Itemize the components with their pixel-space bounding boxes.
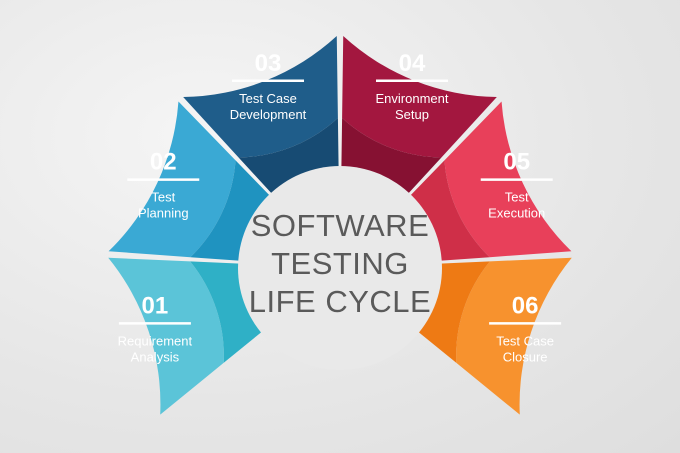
stage-02-label-line: Test (151, 190, 175, 205)
stage-05-number: 05 (503, 149, 530, 176)
cycle-segments: 01RequirementAnalysis02TestPlanning03Tes… (108, 36, 572, 415)
stage-03-label-line: Development (230, 107, 307, 122)
center-line-2: TESTING (271, 246, 409, 281)
stage-01-number: 01 (142, 292, 169, 319)
stage-02-number: 02 (150, 149, 177, 176)
stage-03-number: 03 (255, 50, 282, 77)
stage-06-label-line: Test Case (496, 333, 554, 348)
stage-05-label-line: Test (505, 190, 529, 205)
stage-04-number: 04 (399, 50, 426, 77)
center-line-1: SOFTWARE (251, 208, 430, 243)
stage-06-label-line: Closure (503, 349, 548, 364)
stage-01-outer (108, 257, 224, 415)
stage-05-label-line: Execution (488, 206, 545, 221)
center-line-3: LIFE CYCLE (249, 284, 431, 319)
stage-04-outer (342, 36, 497, 158)
stage-04-label-line: Environment (376, 91, 449, 106)
center-disc (238, 166, 442, 370)
stage-04-label-line: Setup (395, 107, 429, 122)
stage-01-label-line: Requirement (118, 333, 193, 348)
stage-03-label-line: Test Case (239, 91, 297, 106)
stage-06-number: 06 (512, 292, 539, 319)
stage-06-outer (456, 257, 572, 415)
stage-03-outer (183, 36, 338, 158)
stage-02-label-line: Planning (138, 206, 189, 221)
stage-01-label-line: Analysis (131, 349, 180, 364)
center-label: SOFTWARE TESTING LIFE CYCLE (249, 208, 431, 319)
